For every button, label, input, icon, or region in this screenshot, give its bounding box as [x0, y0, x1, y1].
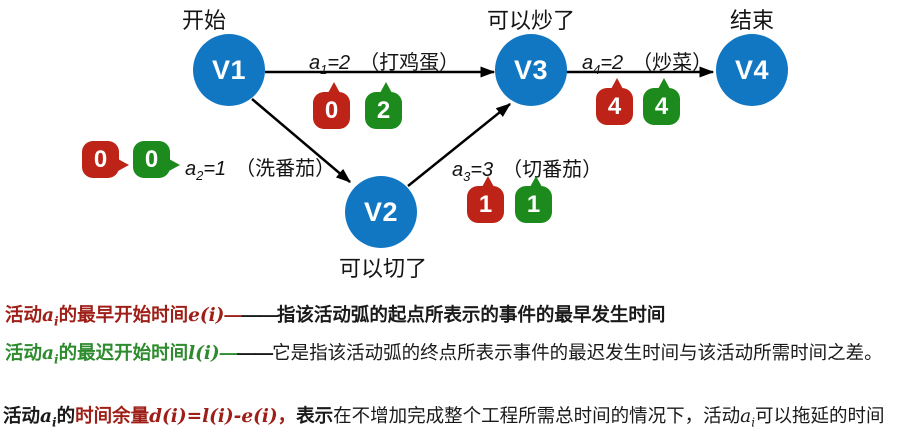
- note3-prefix: 活动ai的: [3, 405, 76, 430]
- edge-a1-math: a1=2: [309, 52, 351, 77]
- note-latest-start: 活动ai的最迟开始时间l(i)———它是指该活动弧的终点所表示事件的最迟发生时间…: [5, 339, 883, 367]
- node-v4: V4: [716, 34, 788, 106]
- badge-a2-earliest-value: 0: [93, 145, 108, 173]
- badge-a1-earliest-value: 0: [324, 96, 339, 124]
- node-v3-label: V3: [513, 54, 549, 85]
- badge-a1-latest-value: 2: [376, 96, 391, 124]
- edge-label-a1: a1=2 （打鸡蛋）: [309, 46, 460, 77]
- badge-a4-earliest-value: 4: [607, 92, 622, 120]
- note1-definition: 指该活动弧的起点所表示的事件的最早发生时间: [276, 304, 666, 325]
- edge-a2-math: a2=1: [185, 158, 227, 183]
- node-v1-title: 开始: [181, 8, 226, 33]
- edge-label-a2: a2=1 （洗番茄）: [185, 152, 336, 183]
- note-slack-time: 活动ai的时间余量d(i)=l(i)-e(i)，表示在不增加完成整个工程所需总时…: [3, 402, 885, 430]
- node-v1-label: V1: [211, 54, 247, 85]
- edge-a3-math: a3=3: [452, 159, 494, 184]
- badge-tail: [328, 82, 340, 93]
- note1-dash: ——: [241, 304, 278, 325]
- note2-dash: ——: [237, 342, 273, 363]
- note2-term: 活动ai的最迟开始时间l(i): [5, 342, 220, 367]
- edge-v1-v2: [251, 98, 351, 183]
- node-v3-title: 可以炒了: [486, 8, 575, 33]
- badge-a3-earliest-value: 1: [478, 190, 493, 218]
- note3-term: 时间余量d(i)=l(i)-e(i)，: [75, 405, 297, 427]
- note-earliest-start: 活动ai的最早开始时间e(i)———指该活动弧的起点所表示的事件的最早发生时间: [5, 301, 666, 329]
- badge-a2-latest-value: 0: [144, 145, 159, 173]
- edge-label-a4: a4=2 （炒菜）: [582, 46, 713, 77]
- badge-a4-latest-value: 4: [654, 92, 669, 120]
- badge-a3-latest-value: 1: [526, 190, 541, 218]
- badge-a1-latest: 2: [365, 82, 402, 129]
- badge-tail: [530, 176, 542, 187]
- badge-a3-earliest: 1: [467, 176, 504, 223]
- node-v4-label: V4: [734, 54, 770, 85]
- badge-tail: [611, 78, 623, 89]
- badge-a2-earliest: 0: [82, 141, 129, 178]
- edge-a1-note: （打鸡蛋）: [359, 52, 460, 74]
- badge-tail: [169, 159, 180, 171]
- node-v4-title: 结束: [729, 8, 774, 33]
- badge-tail: [482, 176, 494, 187]
- edge-a4-math: a4=2: [582, 52, 624, 77]
- badge-a4-latest: 4: [643, 78, 680, 125]
- badge-tail: [118, 159, 129, 171]
- note2-dash-colored: —: [219, 342, 238, 363]
- badge-a4-earliest: 4: [596, 78, 633, 125]
- badge-a3-latest: 1: [515, 176, 552, 223]
- edges-layer: [251, 66, 715, 187]
- badge-a2-latest: 0: [133, 141, 180, 178]
- note3-verb: 表示: [296, 405, 334, 426]
- edge-a2-note: （洗番茄）: [235, 158, 336, 180]
- note1-term: 活动ai的最早开始时间e(i): [5, 304, 225, 329]
- note2-definition: 它是指该活动弧的终点所表示事件的最迟发生时间与该活动所需时间之差。: [272, 342, 883, 363]
- note1-dash-colored: —: [224, 304, 242, 325]
- edge-a4-note: （炒菜）: [632, 52, 713, 74]
- node-v1: V1: [193, 34, 265, 106]
- edge-v2-v3: [407, 103, 511, 187]
- edge-a3-note: （切番茄）: [502, 159, 603, 181]
- badge-a1-earliest: 0: [313, 82, 350, 129]
- badge-tail: [658, 78, 670, 89]
- note3-definition: 在不增加完成整个工程所需总时间的情况下，活动ai可以拖延的时间: [333, 405, 885, 430]
- node-v2: V2: [345, 176, 417, 248]
- node-v2-label: V2: [363, 196, 399, 227]
- node-v2-title: 可以切了: [338, 256, 427, 281]
- badge-tail: [380, 82, 392, 93]
- node-v3: V3: [495, 34, 567, 106]
- edge-label-a3: a3=3 （切番茄）: [452, 153, 603, 184]
